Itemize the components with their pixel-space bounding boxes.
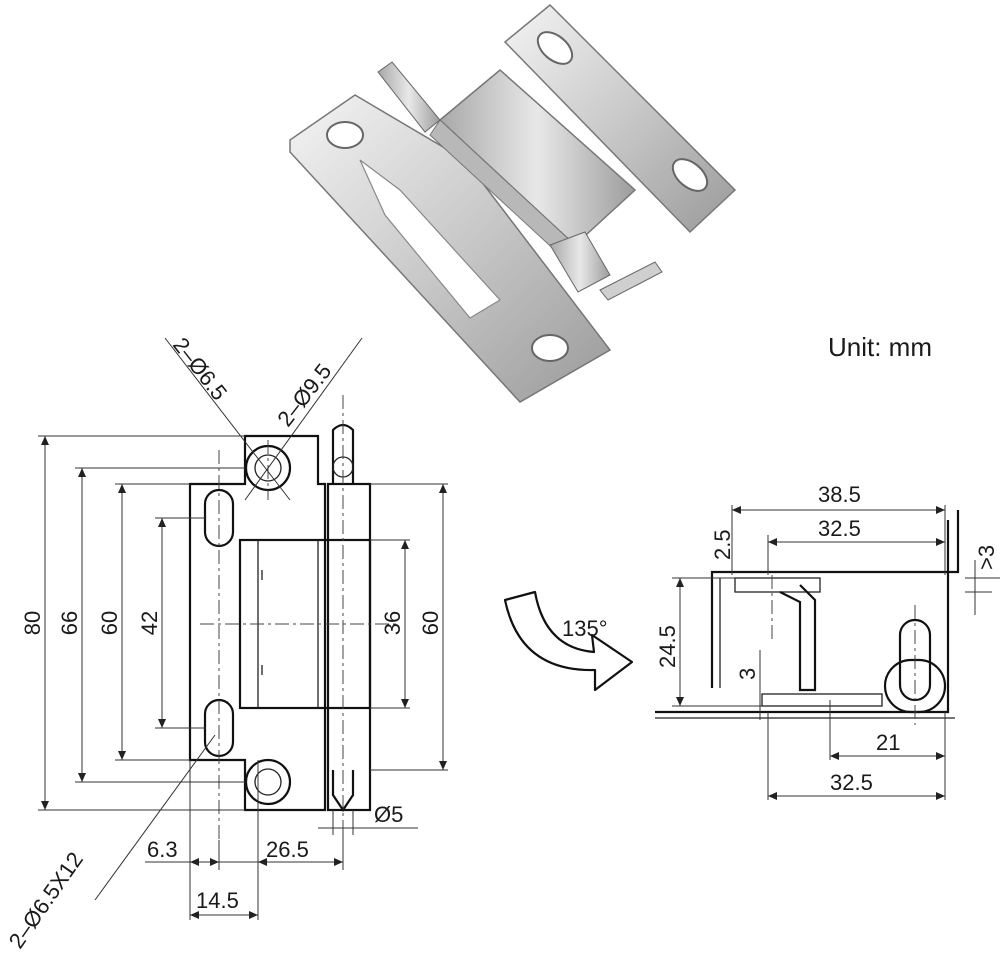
hinge-photo bbox=[289, 3, 737, 403]
dim-plate-thickness: 3 bbox=[735, 668, 760, 680]
dim-leaf-length: 36 bbox=[380, 611, 405, 635]
side-view: 38.5 32.5 2.5 >3 24.5 3 21 32.5 bbox=[655, 482, 1000, 800]
dim-slot-offset: 14.5 bbox=[196, 888, 239, 913]
dim-clearance: >3 bbox=[974, 545, 999, 570]
dim-inner-width: 32.5 bbox=[818, 516, 861, 541]
dim-pin-diameter: Ø5 bbox=[374, 802, 403, 827]
dim-pin-offset-side: 21 bbox=[876, 730, 900, 755]
dim-bottom-width: 32.5 bbox=[830, 770, 873, 795]
dim-slot-pitch: 42 bbox=[137, 611, 162, 635]
dim-outer-width: 38.5 bbox=[818, 482, 861, 507]
front-view: 80 66 60 42 36 60 2–Ø6.5 2–Ø9.5 2–Ø6.5X1… bbox=[4, 333, 448, 953]
dim-pin-offset: 26.5 bbox=[266, 837, 309, 862]
dim-height: 24.5 bbox=[655, 625, 680, 668]
dim-edge-offset: 6.3 bbox=[147, 837, 178, 862]
dim-top-gap: 2.5 bbox=[710, 529, 735, 560]
callout-hole-large: 2–Ø9.5 bbox=[272, 359, 336, 431]
callout-slot: 2–Ø6.5X12 bbox=[4, 847, 88, 953]
rotation-angle: 135° bbox=[562, 616, 608, 641]
dim-knuckle-length: 60 bbox=[97, 611, 122, 635]
dim-overall-height: 80 bbox=[20, 611, 45, 635]
rotation-arrow: 135° bbox=[503, 590, 634, 692]
callout-hole-small: 2–Ø6.5 bbox=[168, 333, 232, 405]
dim-hole-pitch: 66 bbox=[57, 611, 82, 635]
dim-right-length: 60 bbox=[418, 611, 443, 635]
unit-label: Unit: mm bbox=[828, 332, 932, 362]
